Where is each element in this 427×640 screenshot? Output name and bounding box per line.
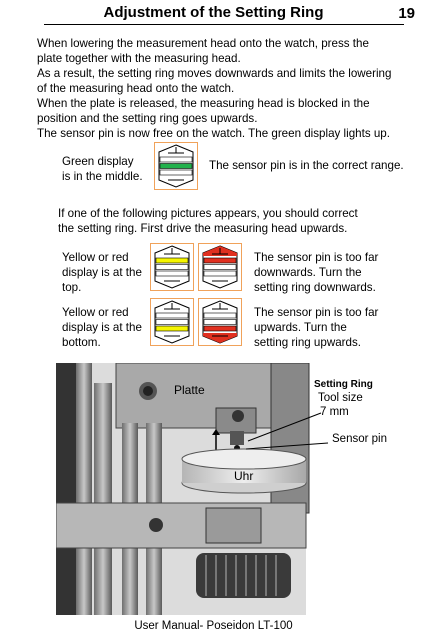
description-line: upwards. Turn the: [254, 321, 347, 334]
gauge-yellow-bottom-icon: [154, 300, 190, 344]
page-title: Adjustment of the Setting Ring: [103, 4, 324, 21]
description-line: downwards. Turn the: [254, 266, 362, 279]
gauge-red-bottom: [198, 298, 242, 346]
page-number: 19: [398, 5, 415, 22]
description-line: setting ring downwards.: [254, 281, 376, 294]
device-illustration: [56, 363, 401, 615]
gauge-yellow-top-icon: [154, 245, 190, 289]
intro-line: When the plate is released, the measurin…: [37, 97, 370, 110]
label-line: bottom.: [62, 336, 101, 349]
bottom-case-description: The sensor pin is too far upwards. Turn …: [254, 305, 378, 350]
label-tool-size-value: 7 mm: [320, 406, 349, 418]
label-line: Yellow or red: [62, 306, 129, 319]
gauge-red-bottom-icon: [202, 300, 238, 344]
gauge-yellow-bottom: [150, 298, 194, 346]
intro-line: As a result, the setting ring moves down…: [37, 67, 392, 80]
gauge-green-middle-icon: [158, 144, 194, 188]
correction-line: the setting ring. First drive the measur…: [58, 222, 348, 235]
description-line: setting ring upwards.: [254, 336, 361, 349]
page-footer: User Manual- Poseidon LT-100: [134, 620, 293, 632]
intro-paragraph: When lowering the measurement head onto …: [37, 36, 407, 141]
label-sensor-pin: Sensor pin: [332, 433, 387, 445]
gauge-red-top: [198, 243, 242, 291]
description-line: The sensor pin is too far: [254, 306, 379, 319]
intro-line: When lowering the measurement head onto …: [37, 37, 369, 50]
label-line: Yellow or red: [62, 251, 129, 264]
top-case-description: The sensor pin is too far downwards. Tur…: [254, 250, 378, 295]
gauge-yellow-top: [150, 243, 194, 291]
bottom-case-label: Yellow or red display is at the bottom.: [62, 305, 142, 350]
correction-text: If one of the following pictures appears…: [58, 206, 358, 236]
intro-line: The sensor pin is now free on the watch.…: [37, 127, 390, 140]
green-display-label: Green display is in the middle.: [62, 154, 143, 184]
label-setting-ring: Setting Ring: [314, 379, 373, 390]
label-platte: Platte: [174, 383, 205, 397]
device-photo: Platte Setting Ring Tool size 7 mm Senso…: [56, 363, 401, 615]
label-tool-size: Tool size: [318, 392, 363, 404]
label-line: Green display: [62, 155, 134, 168]
gauge-green-middle: [154, 142, 198, 190]
correction-line: If one of the following pictures appears…: [58, 207, 358, 220]
top-case-label: Yellow or red display is at the top.: [62, 250, 142, 295]
label-line: display is at the: [62, 321, 142, 334]
green-description: The sensor pin is in the correct range.: [209, 159, 404, 172]
label-line: display is at the: [62, 266, 142, 279]
label-uhr: Uhr: [234, 469, 254, 483]
label-line: is in the middle.: [62, 170, 143, 183]
intro-line: of the measuring head onto the watch.: [37, 82, 235, 95]
intro-line: position and the setting ring goes upwar…: [37, 112, 258, 125]
title-rule: [44, 24, 404, 25]
intro-line: plate together with the measuring head.: [37, 52, 241, 65]
gauge-red-top-icon: [202, 245, 238, 289]
description-line: The sensor pin is too far: [254, 251, 379, 264]
label-line: top.: [62, 281, 82, 294]
